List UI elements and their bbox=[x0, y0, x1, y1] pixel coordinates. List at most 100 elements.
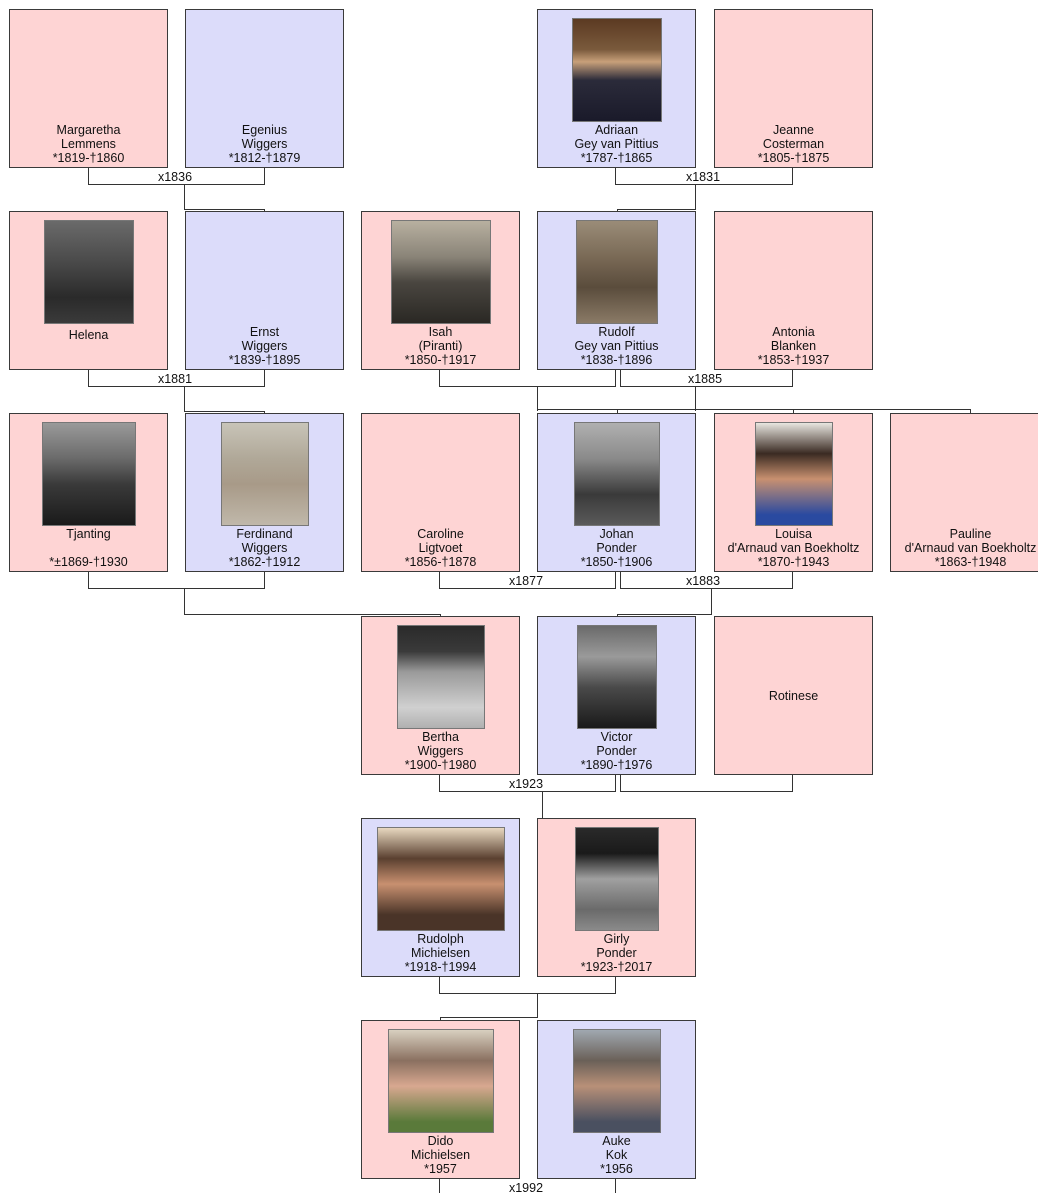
portrait-photo bbox=[387, 1029, 494, 1133]
portrait-photo bbox=[572, 1029, 661, 1133]
connector bbox=[620, 370, 621, 386]
portrait-photo bbox=[576, 625, 657, 729]
connector bbox=[440, 1017, 538, 1018]
person-label: Tjanting*±1869-†1930 bbox=[49, 527, 128, 569]
portrait-photo bbox=[574, 827, 659, 931]
connector bbox=[542, 816, 543, 819]
connector bbox=[264, 209, 265, 212]
connector bbox=[88, 168, 89, 184]
connector bbox=[439, 386, 616, 387]
person-label: Helena bbox=[68, 328, 109, 342]
connector bbox=[617, 209, 618, 212]
person-card[interactable]: Rotinese bbox=[714, 616, 873, 775]
connector bbox=[617, 614, 618, 617]
connector bbox=[439, 370, 440, 386]
connector bbox=[439, 588, 616, 589]
connector bbox=[792, 775, 793, 791]
connector bbox=[695, 386, 696, 411]
connector bbox=[617, 409, 618, 414]
connector bbox=[615, 775, 616, 791]
connector bbox=[88, 588, 265, 589]
marriage-label: x1885 bbox=[687, 372, 723, 386]
person-label: Rotinese bbox=[768, 688, 819, 703]
connector bbox=[792, 572, 793, 588]
connector bbox=[793, 409, 794, 414]
marriage-label: x1877 bbox=[508, 574, 544, 588]
connector bbox=[184, 386, 185, 411]
person-card[interactable]: Tjanting*±1869-†1930 bbox=[9, 413, 168, 572]
portrait-photo bbox=[41, 422, 136, 526]
portrait-photo bbox=[220, 422, 309, 526]
portrait-photo bbox=[396, 625, 485, 729]
connector bbox=[439, 1179, 440, 1193]
connector bbox=[264, 370, 265, 386]
connector bbox=[440, 614, 441, 617]
connector bbox=[542, 791, 543, 816]
marriage-label: x1923 bbox=[508, 777, 544, 791]
connector bbox=[615, 572, 616, 588]
connector bbox=[88, 184, 265, 185]
connector bbox=[184, 614, 441, 615]
connector bbox=[617, 614, 712, 615]
person-card[interactable]: Helena bbox=[9, 211, 168, 370]
connector bbox=[620, 775, 621, 791]
connector bbox=[88, 370, 89, 386]
connector bbox=[439, 993, 616, 994]
connector bbox=[439, 572, 440, 588]
connector bbox=[440, 1017, 441, 1020]
portrait-photo bbox=[571, 18, 662, 122]
connector bbox=[711, 588, 712, 614]
connector bbox=[615, 184, 793, 185]
connector bbox=[184, 588, 185, 614]
connector bbox=[615, 168, 616, 184]
connector bbox=[792, 168, 793, 184]
connector bbox=[264, 572, 265, 588]
connector bbox=[264, 168, 265, 184]
connector bbox=[615, 977, 616, 993]
connector bbox=[620, 572, 621, 588]
connector bbox=[620, 386, 793, 387]
portrait-photo bbox=[390, 220, 491, 324]
person-label: Isah(Piranti)*1850-†1917 bbox=[404, 325, 477, 367]
connector bbox=[615, 370, 616, 386]
connector bbox=[792, 370, 793, 386]
marriage-label: x1883 bbox=[685, 574, 721, 588]
connector bbox=[184, 184, 185, 209]
portrait-photo bbox=[376, 827, 505, 931]
person-card[interactable]: Isah(Piranti)*1850-†1917 bbox=[361, 211, 520, 370]
connector bbox=[439, 775, 440, 791]
